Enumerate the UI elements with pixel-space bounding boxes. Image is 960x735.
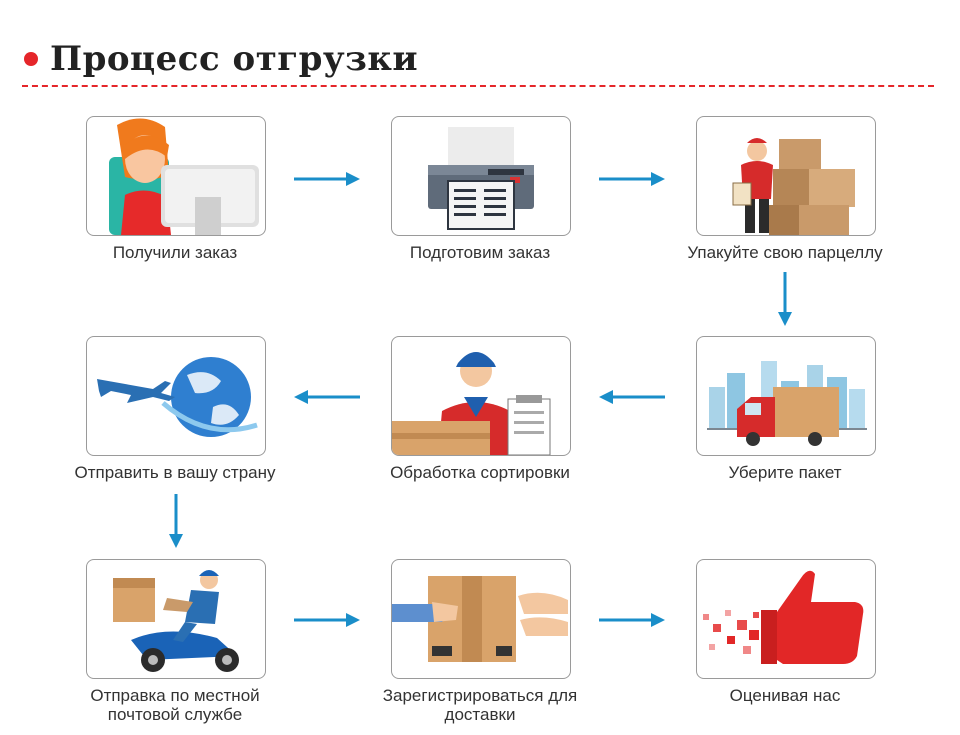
arrow-right-icon [294,613,360,627]
dashed-divider [22,85,934,87]
step-label-received-order: Получили заказ [112,243,238,262]
red-bullet-icon [24,52,38,66]
step-card-rate-us [696,559,876,679]
page-title: Процесс отгрузки [50,39,419,79]
step-label-sorting: Обработка сортировки [390,463,570,482]
step-label-send-to-country: Отправить в вашу страну [74,463,276,482]
scooter-courier-icon [113,570,239,672]
step-label-local-post: Отправка по местной почтовой службе [90,686,260,724]
step-card-send-to-country [86,336,266,456]
arrow-down-icon [169,494,183,548]
step-label-register-delivery: Зарегистрироваться для доставки [382,686,578,724]
step-card-received-order [86,116,266,236]
arrow-right-icon [599,172,665,186]
step-label-rate-us: Оценивая нас [729,686,841,705]
arrow-left-icon [294,390,360,404]
step-label-pickup-package: Уберите пакет [728,463,842,482]
step-card-pack-parcel [696,116,876,236]
printer-icon [428,127,534,230]
step-card-prepare-order [391,116,571,236]
worker-package-icon [392,352,551,455]
handover-box-icon [392,576,568,662]
courier-boxes-icon [732,138,855,235]
arrow-right-icon [294,172,360,186]
step-card-local-post [86,559,266,679]
arrow-right-icon [599,613,665,627]
step-label-prepare-order: Подготовим заказ [409,243,551,262]
thumbs-up-icon [703,570,864,664]
step-card-pickup-package [696,336,876,456]
arrow-down-icon [778,272,792,326]
step-card-sorting [391,336,571,456]
airplane-globe-icon [97,357,258,437]
delivery-truck-icon [707,361,867,446]
step-card-register-delivery [391,559,571,679]
section-header: Процесс отгрузки [22,38,934,88]
step-label-pack-parcel: Упакуйте свою парцеллу [687,243,883,262]
arrow-left-icon [599,390,665,404]
operator-computer-icon [109,118,259,235]
